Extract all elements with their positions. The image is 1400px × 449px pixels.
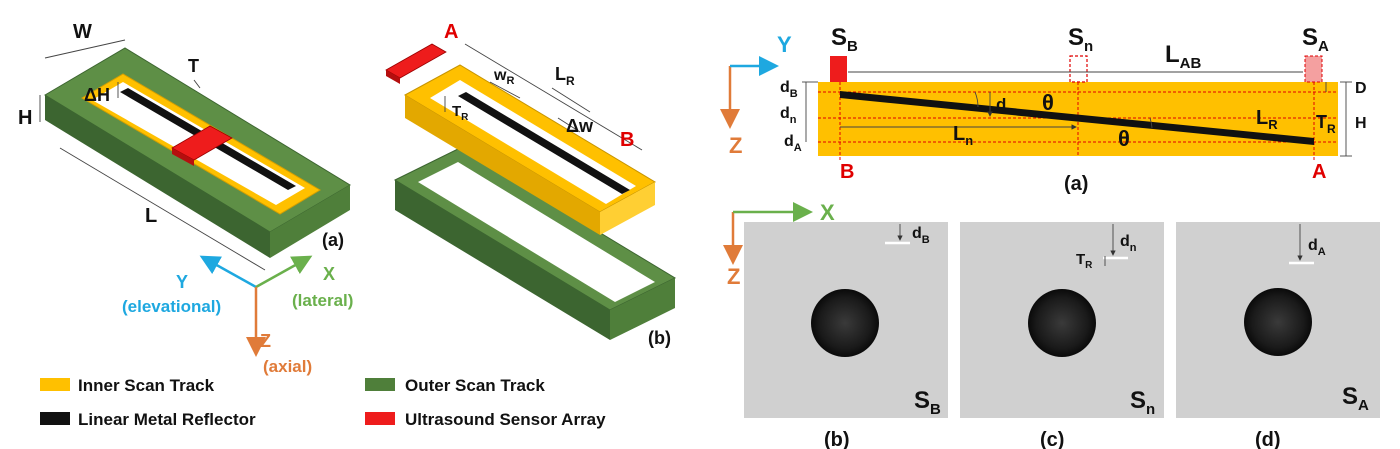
bscan-image-b <box>744 222 948 418</box>
bscan-d-corner-label: SA <box>1342 383 1369 414</box>
dim-wr-line <box>489 81 521 99</box>
da-label: dA <box>784 133 802 154</box>
tr-label-top: TR <box>1316 112 1336 136</box>
side-view <box>802 55 1352 160</box>
bscan-d-d-label: dA <box>1308 237 1326 258</box>
dim-tr-label-left: TR <box>452 103 469 123</box>
point-a-label-right: A <box>1312 161 1326 183</box>
lr-label-top: LR <box>1256 107 1278 132</box>
dim-l-line <box>59 147 266 271</box>
sensor-b-top <box>830 56 847 82</box>
x-axis-label-right: X <box>820 200 835 225</box>
bscan-c-d-label: dn <box>1120 233 1137 254</box>
dim-w-label: W <box>73 21 92 43</box>
dim-t-label: T <box>188 56 199 76</box>
panel-label-left-b: (b) <box>648 328 671 348</box>
dim-h-label: H <box>18 107 32 129</box>
bscan-c-t-label: TR <box>1076 251 1093 271</box>
y-axis-arrow-left <box>199 255 257 289</box>
dim-dw-line <box>557 117 581 133</box>
dim-dh-label: ΔH <box>84 85 110 105</box>
panel-label-d: (d) <box>1255 429 1281 449</box>
panel-label-b: (b) <box>824 429 850 449</box>
dim-wr-label: wR <box>493 67 514 87</box>
dim-l-label: L <box>145 205 157 227</box>
legend-swatch-outer <box>365 378 395 391</box>
dim-t-line <box>193 79 201 89</box>
sensor-a-top <box>1304 55 1323 83</box>
dim-ab-line <box>464 43 643 151</box>
dim-lr-line <box>551 87 591 113</box>
bscan-b-corner-label: SB <box>914 387 941 418</box>
legend: Inner Scan Track Outer Scan Track Linear… <box>40 376 606 429</box>
dim-lr-label: LR <box>555 64 575 88</box>
legend-swatch-sensor <box>365 412 395 425</box>
theta-label-lower: θ <box>1118 126 1130 151</box>
sensor-n-top <box>1069 55 1088 83</box>
x-axis-label-left: X <box>323 264 335 284</box>
h-label-top: H <box>1355 115 1367 132</box>
panel-label-left-a: (a) <box>322 230 344 250</box>
sensor-n-label-top: Sn <box>1068 24 1093 55</box>
point-b-label-left: B <box>620 129 634 151</box>
d-label: d <box>996 95 1006 114</box>
y-axis-label-right: Y <box>777 32 792 57</box>
legend-label-reflector: Linear Metal Reflector <box>78 410 256 429</box>
panel-label-right-a: (a) <box>1064 173 1088 195</box>
sensor-a-label-top: SA <box>1302 24 1329 55</box>
dn-label: dn <box>780 105 797 126</box>
left-diagram-a <box>39 39 351 271</box>
left-diagram-b <box>385 43 677 340</box>
ln-label-top: Ln <box>953 123 973 148</box>
z-axis-label-right-top: Z <box>729 133 742 158</box>
z-axis-desc-left: (axial) <box>263 357 312 376</box>
z-axis-label-right-bottom: Z <box>727 264 740 289</box>
left-axes <box>199 255 313 357</box>
d-depth-label-top: D <box>1355 80 1367 97</box>
lab-label: LAB <box>1165 41 1202 72</box>
y-axis-label-left: Y <box>176 272 188 292</box>
panel-label-c: (c) <box>1040 429 1064 449</box>
right-axes-bottom <box>723 202 813 265</box>
legend-label-outer: Outer Scan Track <box>405 376 545 395</box>
x-axis-desc-left: (lateral) <box>292 291 353 310</box>
dim-w-line <box>44 39 126 59</box>
bscan-image-d <box>1176 222 1380 418</box>
bscan-image-c <box>960 222 1164 418</box>
right-axes-top <box>720 56 779 129</box>
reflector-side <box>840 91 1314 145</box>
x-axis-arrow-left <box>255 255 313 289</box>
z-axis-label-left: Z <box>260 331 271 351</box>
theta-label-upper: θ <box>1042 90 1054 115</box>
point-b-label-right: B <box>840 161 854 183</box>
legend-swatch-reflector <box>40 412 70 425</box>
legend-swatch-inner <box>40 378 70 391</box>
sensor-array-a <box>171 125 233 166</box>
sensor-b-label-top: SB <box>831 24 858 55</box>
point-a-label-left: A <box>444 21 458 43</box>
sensor-array-b <box>385 43 447 84</box>
legend-label-inner: Inner Scan Track <box>78 376 215 395</box>
y-axis-desc-left: (elevational) <box>122 297 221 316</box>
dim-dw-label: Δw <box>566 116 594 136</box>
bscan-c-corner-label: Sn <box>1130 387 1155 418</box>
legend-label-sensor: Ultrasound Sensor Array <box>405 410 606 429</box>
bscan-b-d-label: dB <box>912 225 930 246</box>
db-label: dB <box>780 79 798 100</box>
